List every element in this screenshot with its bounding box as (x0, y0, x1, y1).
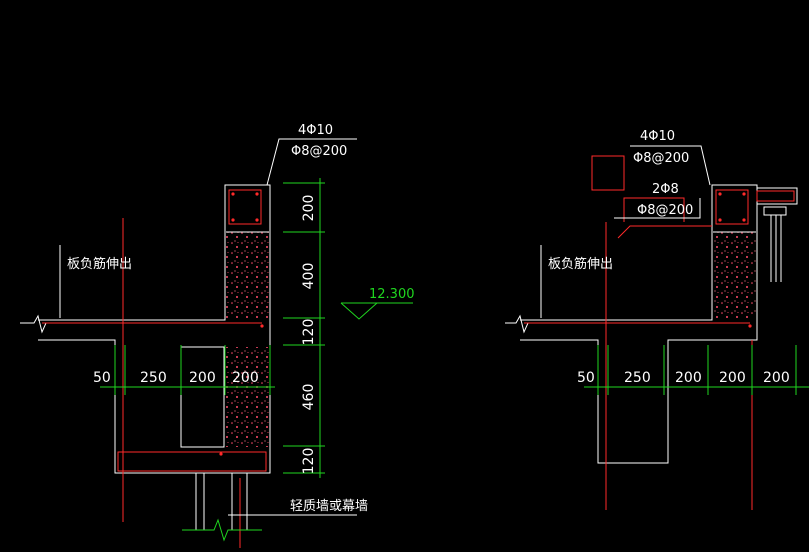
right-callout-leader (630, 145, 711, 186)
right-sub-beam (623, 197, 685, 222)
right-stirrup-label: Φ8@200 (633, 151, 689, 166)
left-stirrup-label: Φ8@200 (291, 144, 347, 159)
right-bracket-plate (763, 206, 787, 216)
right-stirrup (715, 189, 749, 225)
elevation-label: 12.300 (369, 287, 415, 302)
right-sub-stirrup: Φ8@200 (637, 203, 693, 218)
right-rebar-dot (748, 324, 752, 328)
right-hdim-3: 200 (675, 370, 702, 386)
left-slab-note: 板负筋伸出 (67, 256, 132, 272)
left-rebar-dot (260, 324, 264, 328)
right-hdim-4: 200 (719, 370, 746, 386)
right-detail: 板负筋伸出 4Φ10 Φ8@200 2Φ8 Φ8@200 50 250 200 … (505, 129, 809, 510)
right-sub-beam-hook (617, 225, 712, 239)
right-rebar-dot (718, 218, 722, 222)
left-top-rebar: 4Φ10 (298, 123, 333, 138)
left-vdim-1: 200 (301, 195, 317, 222)
left-infill-top (226, 232, 269, 318)
right-section-outline (520, 184, 758, 464)
left-vdim-4: 460 (301, 384, 317, 411)
wall-note: 轻质墙或幕墙 (290, 499, 368, 514)
left-detail: 板负筋伸出 4Φ10 Φ8@200 200 400 120 460 120 12… (20, 123, 415, 548)
right-sub-rebar: 2Φ8 (652, 182, 679, 197)
right-infill (713, 232, 756, 318)
right-sub-callout-leader (614, 198, 701, 219)
left-rebar-dot (255, 218, 259, 222)
right-slab-note: 板负筋伸出 (548, 256, 613, 272)
left-infill-bottom (226, 347, 269, 447)
right-hdim-1: 50 (577, 370, 595, 386)
left-rebar-dot (231, 218, 235, 222)
left-callout-leader (266, 138, 357, 186)
right-hdim-2: 250 (624, 370, 651, 386)
right-rebar-dot (742, 218, 746, 222)
left-rebar-dot (219, 452, 223, 456)
right-bracket (756, 187, 798, 205)
right-rebar-dot (742, 192, 746, 196)
right-rebar-dot (718, 192, 722, 196)
left-vdim-3: 120 (301, 319, 317, 346)
left-hdim-4: 200 (232, 370, 259, 386)
left-slab-break (20, 314, 50, 334)
left-hdim-3: 200 (189, 370, 216, 386)
left-hdim-2: 250 (140, 370, 167, 386)
right-bracket-rebar (756, 190, 795, 202)
left-stirrup (228, 189, 262, 225)
left-bottom-break (182, 518, 262, 542)
left-rebar-dot (255, 192, 259, 196)
right-slab-break (505, 314, 532, 334)
right-section-symbol (591, 155, 625, 191)
left-vdim-2: 400 (301, 263, 317, 290)
elevation-symbol (340, 302, 379, 320)
right-hdim-5: 200 (763, 370, 790, 386)
left-rebar-dot (231, 192, 235, 196)
left-bottom-beam-rebar (117, 451, 267, 472)
left-opening (180, 346, 225, 448)
left-hdim-1: 50 (93, 370, 111, 386)
left-vdim-5: 120 (301, 448, 317, 475)
right-top-rebar: 4Φ10 (640, 129, 675, 144)
